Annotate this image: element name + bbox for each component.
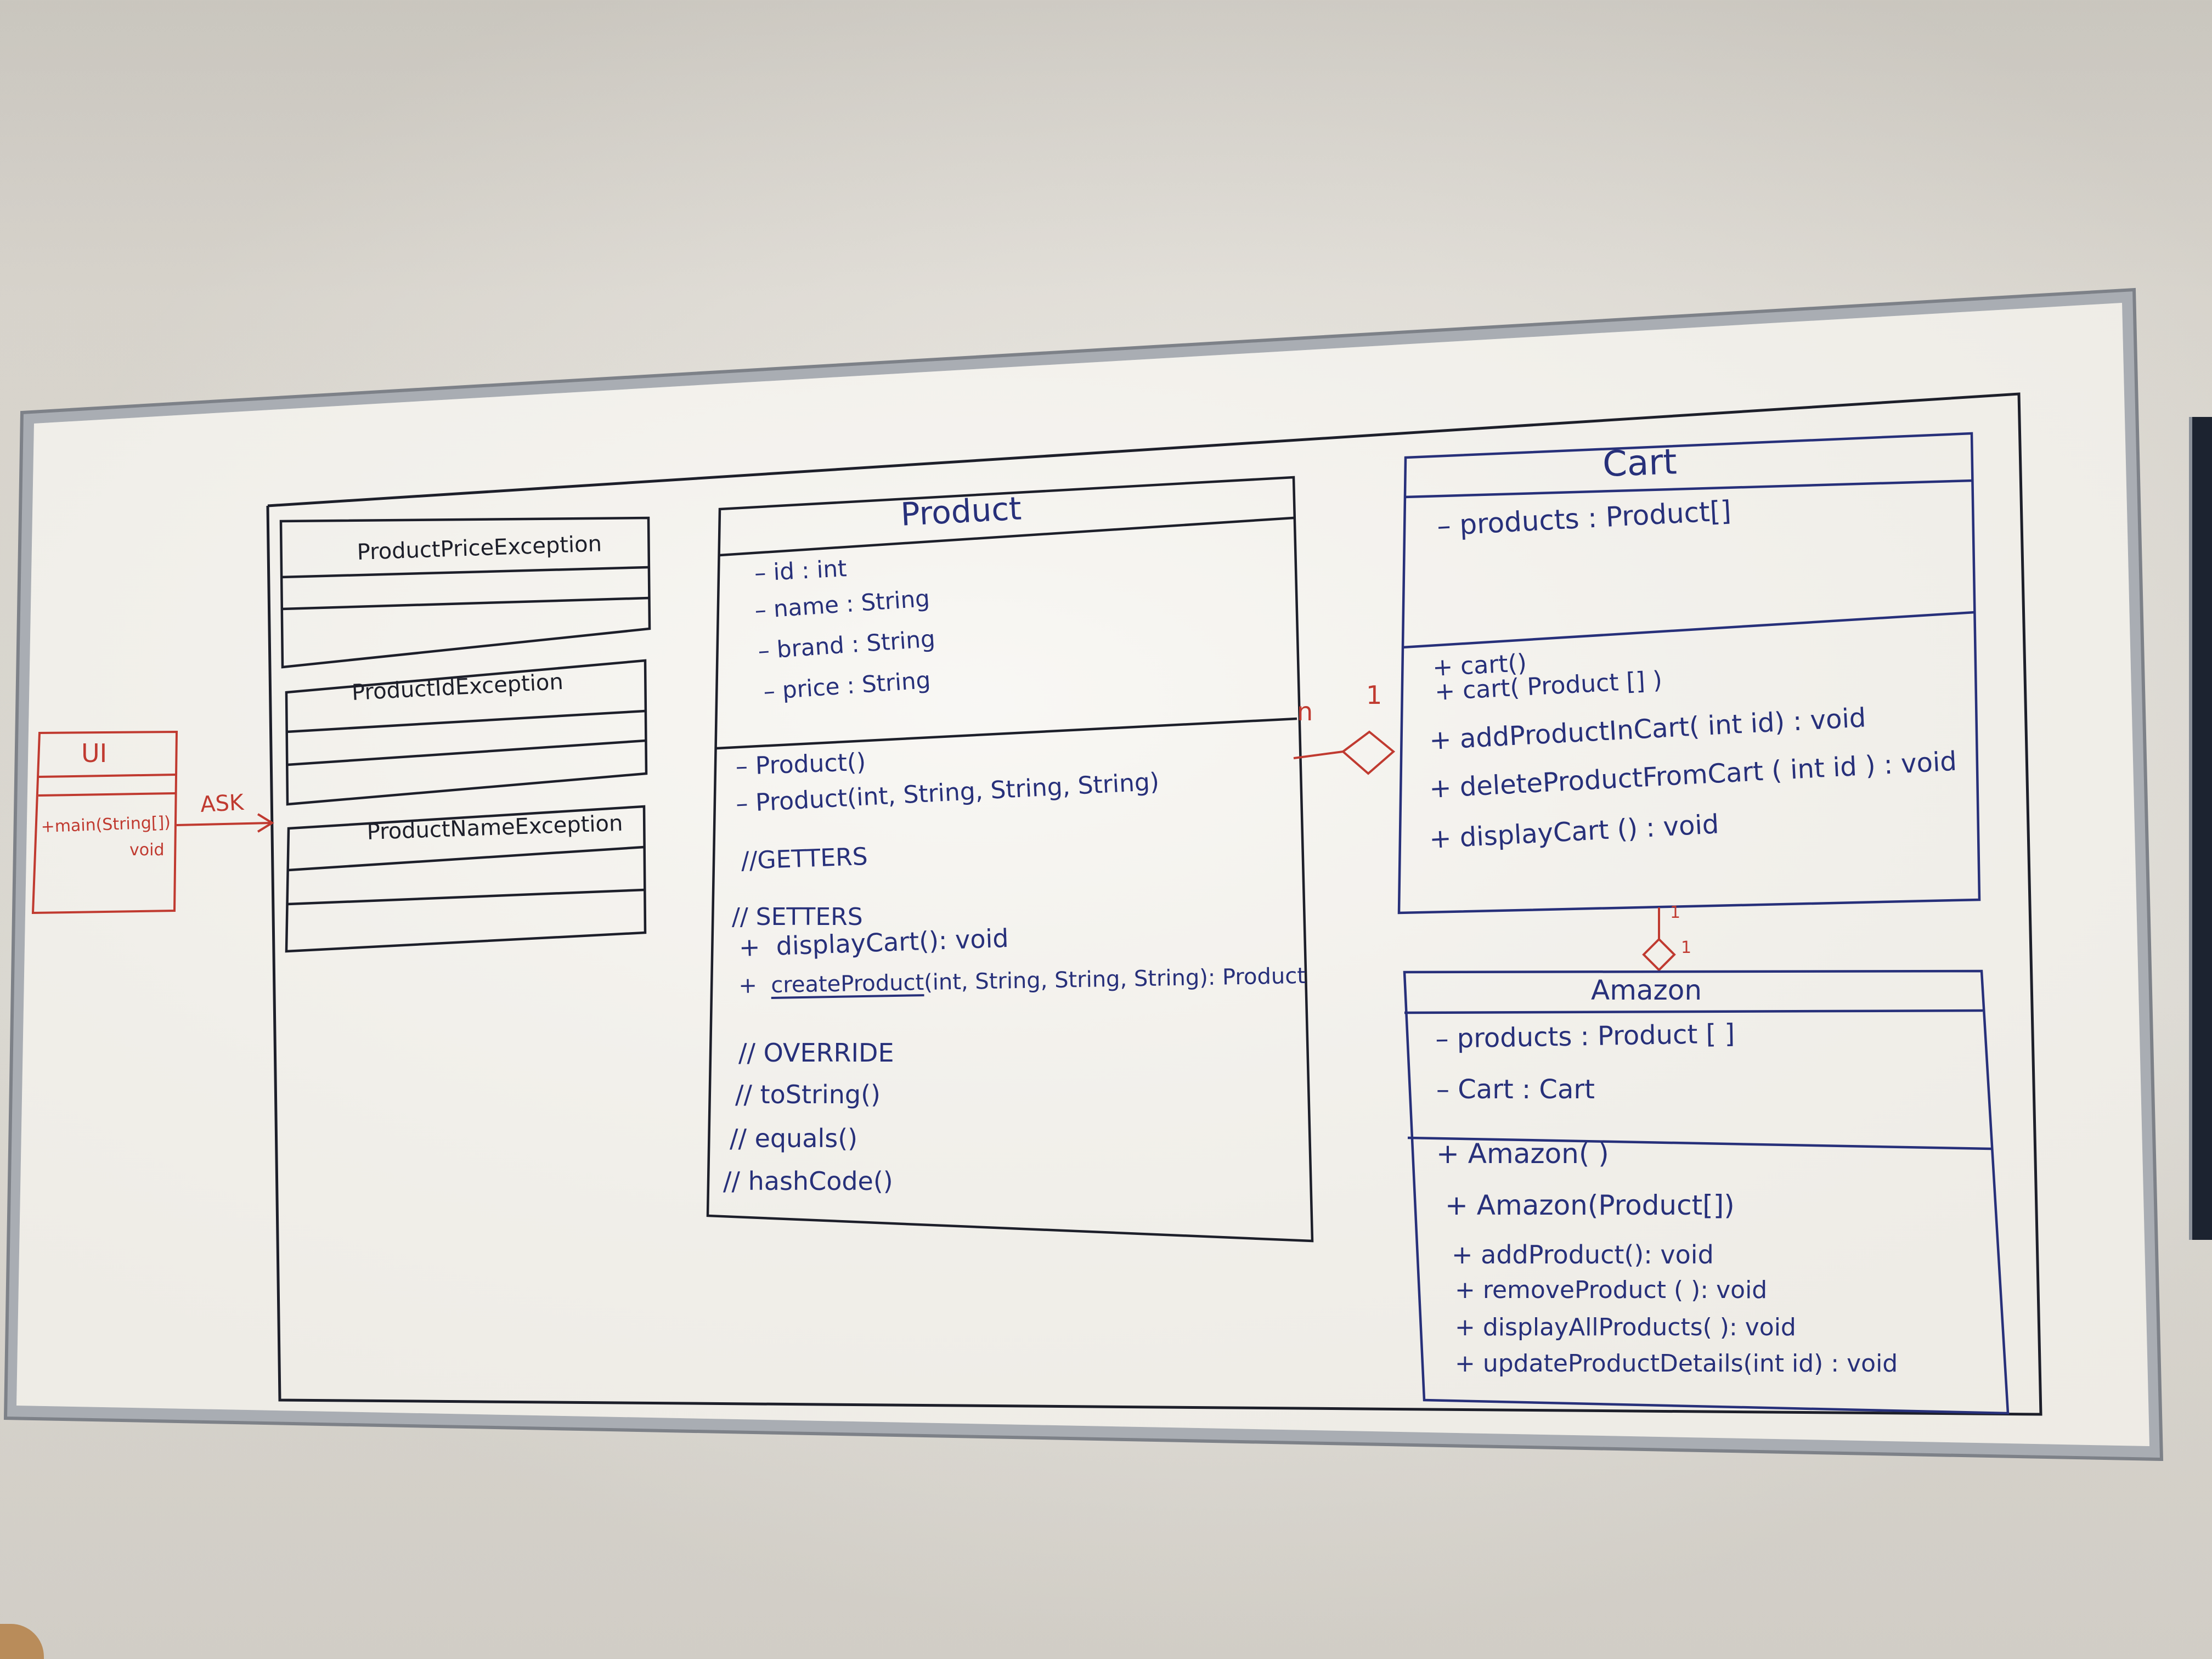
method-sign: + bbox=[738, 932, 761, 962]
multiplicity-label: 1 bbox=[1681, 938, 1692, 957]
ui-class-box bbox=[31, 730, 178, 915]
amazon-title: Amazon bbox=[1591, 974, 1702, 1006]
amazon-method: + Amazon( ) bbox=[1436, 1138, 1609, 1170]
product-setters-comment: // SETTERS bbox=[732, 903, 863, 931]
product-method: – Product() bbox=[735, 748, 867, 781]
product-class-box bbox=[706, 476, 1314, 1243]
outer-package-box bbox=[266, 392, 2042, 1416]
product-override-method: // equals() bbox=[730, 1124, 858, 1153]
ask-label: ASK bbox=[200, 789, 245, 817]
adjacent-board-edge bbox=[2189, 417, 2212, 1240]
product-override-comment: // OVERRIDE bbox=[738, 1038, 894, 1068]
cart-amazon-aggregation bbox=[1642, 907, 1676, 972]
amazon-attribute: – Cart : Cart bbox=[1436, 1074, 1595, 1105]
method-name: displayCart bbox=[775, 926, 920, 961]
multiplicity-label: n bbox=[1297, 697, 1313, 726]
method-sign: + bbox=[738, 973, 758, 998]
amazon-method: + removeProduct ( ): void bbox=[1455, 1276, 1768, 1304]
exception-boxes bbox=[279, 516, 651, 953]
ui-method-return: void bbox=[129, 840, 165, 860]
multiplicity-label: 1 bbox=[1366, 680, 1383, 710]
cart-title: Cart bbox=[1602, 442, 1678, 485]
amazon-attribute: – products : Product [ ] bbox=[1435, 1018, 1735, 1054]
product-override-method: // hashCode() bbox=[723, 1166, 893, 1196]
ui-title: UI bbox=[81, 738, 108, 768]
ask-arrow bbox=[176, 813, 274, 833]
product-override-method: // toString() bbox=[735, 1080, 881, 1109]
product-attribute: – id : int bbox=[754, 555, 848, 586]
amazon-method: + updateProductDetails(int id) : void bbox=[1455, 1350, 1898, 1378]
multiplicity-label: 1 bbox=[1670, 903, 1681, 922]
amazon-method: + addProduct(): void bbox=[1452, 1240, 1714, 1269]
amazon-class-box bbox=[1403, 969, 2010, 1415]
method-name: createProduct bbox=[770, 970, 924, 998]
product-getters-comment: //GETTERS bbox=[741, 842, 868, 875]
product-cart-association bbox=[1293, 730, 1396, 775]
method-signature: (): void bbox=[918, 923, 1009, 956]
cart-class-box bbox=[1397, 432, 1981, 915]
amazon-method: + Amazon(Product[]) bbox=[1445, 1189, 1735, 1221]
product-title: Product bbox=[900, 489, 1023, 533]
amazon-method: + displayAllProducts( ): void bbox=[1455, 1313, 1796, 1341]
